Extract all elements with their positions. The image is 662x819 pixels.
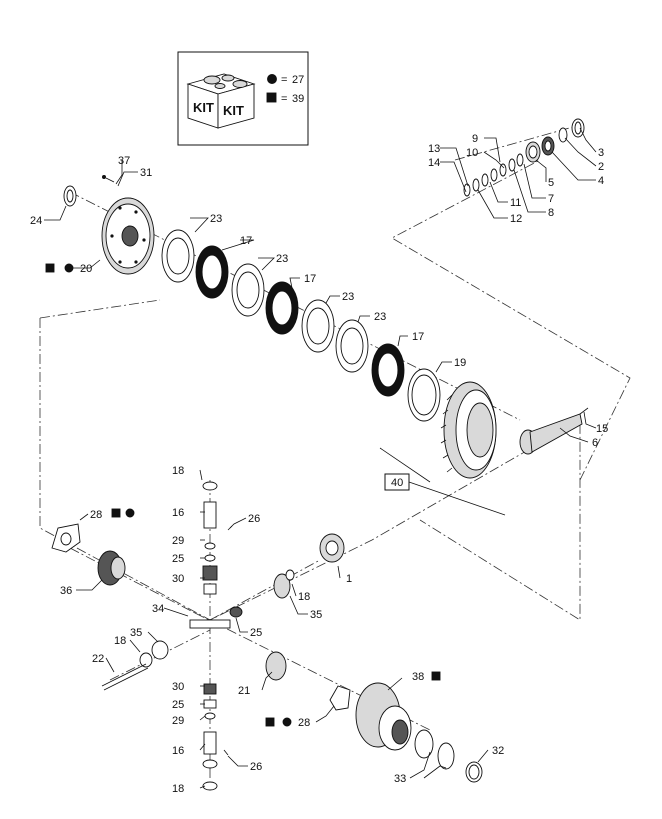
bearing-stack [463,118,585,197]
legend-value-circle: 27 [292,74,304,86]
kit-legend: KIT KIT = 27 = 39 [177,51,309,146]
callout-20: 20 [80,263,92,275]
callout-35a: 35 [310,609,322,621]
callout-10: 10 [466,147,478,159]
ring-gear-and-pinion [440,381,589,479]
callout-23b: 23 [276,253,288,265]
callout-24: 24 [30,215,42,227]
callout-16a: 16 [172,507,184,519]
circle-symbol-icon [282,717,292,727]
clutch-discs [161,229,441,422]
callout-30b: 30 [172,681,184,693]
callout-2: 2 [598,161,604,173]
callout-18d: 18 [172,783,184,795]
callout-6: 6 [592,437,598,449]
callout-13: 13 [428,143,440,155]
callout-29b: 29 [172,715,184,727]
kit-label-right: KIT [223,103,244,118]
callout-4: 4 [598,175,604,187]
callout-18a: 18 [172,465,184,477]
differential-housing [329,682,483,783]
square-symbol-icon [45,263,55,273]
kit-label-left: KIT [193,100,214,115]
callout-34: 34 [152,603,164,615]
callout-32: 32 [492,745,504,757]
callout-18c: 18 [114,635,126,647]
callout-28a: 28 [90,509,102,521]
kit-box-icon: KIT KIT [186,73,256,129]
callout-37: 37 [118,155,130,167]
callout-16b: 16 [172,745,184,757]
callout-1: 1 [346,573,352,585]
callout-18b: 18 [298,591,310,603]
callout-23d: 23 [374,311,386,323]
callout-9: 9 [472,133,478,145]
callout-23a: 23 [210,213,222,225]
square-symbol-icon [266,92,277,103]
callout-29a: 29 [172,535,184,547]
callout-28b: 28 [298,717,310,729]
callout-31: 31 [140,167,152,179]
callout-22: 22 [92,653,104,665]
callout-11: 11 [510,197,521,209]
callout-15: 15 [596,423,608,435]
callout-5: 5 [548,177,554,189]
callout-36: 36 [60,585,72,597]
callout-33: 33 [394,773,406,785]
callout-19: 19 [454,357,466,369]
callout-14: 14 [428,157,440,169]
spider-gears [51,481,345,791]
square-symbol-icon [111,508,121,518]
legend-value-square: 39 [292,93,304,105]
callout-38: 38 [412,671,424,683]
callout-25c: 25 [172,699,184,711]
callout-21: 21 [238,685,250,697]
callout-7: 7 [548,193,554,205]
callout-labels: 37 31 24 20 23 17 23 17 23 23 17 19 15 6… [30,133,608,795]
callout-box-40 [379,447,506,516]
callout-3: 3 [598,147,604,159]
circle-symbol-icon [125,508,135,518]
square-symbol-icon [265,717,275,727]
callout-30a: 30 [172,573,184,585]
callout-17c: 17 [412,331,424,343]
callout-26b: 26 [250,761,262,773]
callout-23c: 23 [342,291,354,303]
callout-12: 12 [510,213,522,225]
circle-symbol-icon [64,263,74,273]
legend-eq-1: = [281,74,287,86]
diff-cover [63,175,155,275]
square-symbol-icon [431,671,441,681]
callout-17a: 17 [240,235,252,247]
callout-35b: 35 [130,627,142,639]
circle-symbol-icon [267,74,277,84]
callout-25b: 25 [250,627,262,639]
leader-lines [44,127,597,789]
callout-26a: 26 [248,513,260,525]
callout-8: 8 [548,207,554,219]
legend-eq-2: = [281,93,287,105]
callout-25a: 25 [172,553,184,565]
callout-17b: 17 [304,273,316,285]
callout-40: 40 [391,477,403,489]
